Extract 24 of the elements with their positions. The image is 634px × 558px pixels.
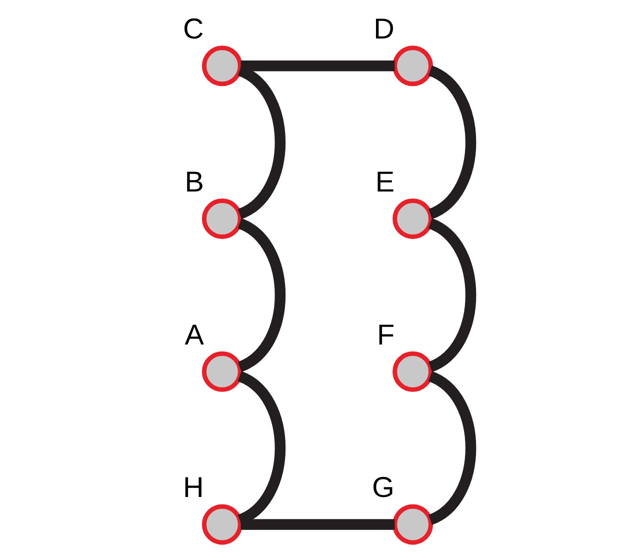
node-label: F [376,319,394,352]
node-label: E [374,166,394,198]
node-label: G [371,472,394,504]
connector [236,218,286,372]
node-circle [392,351,433,392]
node-circle [201,198,242,239]
connector [240,60,394,72]
node-circle [392,46,433,86]
connector [236,371,286,525]
node-circle [201,46,242,86]
node-circle [201,504,242,545]
node-label: C [182,14,204,46]
node-circle [392,198,433,239]
connector [427,371,476,525]
node-label: H [182,472,204,504]
connector [240,519,394,530]
node-label: A [184,319,204,352]
node-circle [392,504,433,545]
node-label: D [373,14,394,46]
connector [236,66,286,219]
connector [427,66,476,219]
node-label: B [184,166,204,198]
connector [427,218,476,372]
node-circle [201,351,242,392]
